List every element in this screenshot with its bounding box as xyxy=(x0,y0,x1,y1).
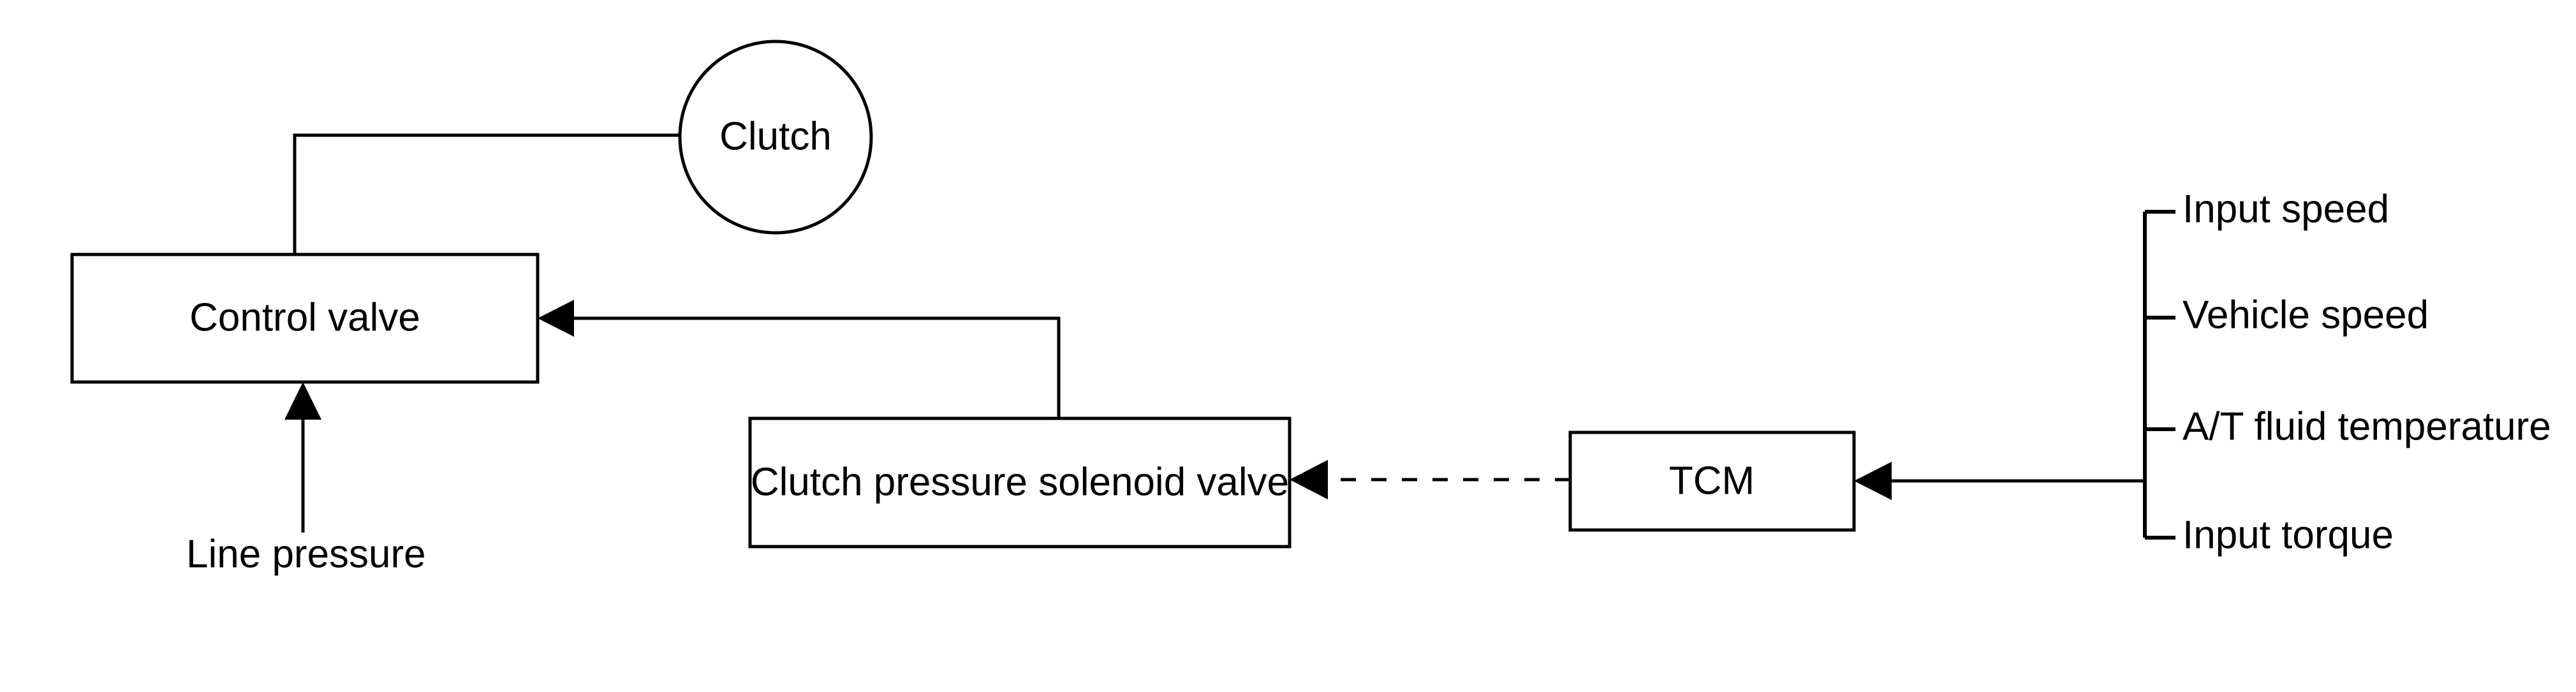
input-label-vehicle-speed: Vehicle speed xyxy=(2182,293,2429,337)
input-label-input-torque: Input torque xyxy=(2182,513,2394,557)
arrowhead-into-solenoid xyxy=(1290,460,1328,499)
control-valve-box xyxy=(70,253,540,384)
arrowhead-into-control-valve xyxy=(538,300,574,337)
clutch-label: Clutch xyxy=(719,114,832,158)
solenoid-valve-label: Clutch pressure solenoid valve xyxy=(751,460,1289,504)
line-pressure-label: Line pressure xyxy=(186,532,426,576)
node-tcm[interactable]: TCM xyxy=(1568,431,1856,532)
tcm-label: TCM xyxy=(1669,459,1755,503)
input-label-at-fluid-temperature: A/T fluid temperature xyxy=(2182,404,2551,448)
arrowhead-line-pressure xyxy=(284,382,321,420)
arrowhead-into-tcm xyxy=(1854,462,1892,500)
edge-control-valve-to-clutch xyxy=(293,133,680,254)
clutch-circle xyxy=(678,40,873,235)
edge-solenoid-to-control-valve xyxy=(561,316,1061,418)
node-solenoid-valve[interactable]: Clutch pressure solenoid valve xyxy=(748,416,1292,548)
solenoid-valve-box xyxy=(748,416,1292,548)
control-valve-label: Control valve xyxy=(189,295,420,339)
tcm-box xyxy=(1568,431,1856,532)
node-clutch[interactable]: Clutch xyxy=(678,40,873,235)
node-control-valve[interactable]: Control valve xyxy=(70,253,540,384)
inputs-bracket xyxy=(2143,210,2175,540)
input-label-input-speed: Input speed xyxy=(2182,187,2389,231)
